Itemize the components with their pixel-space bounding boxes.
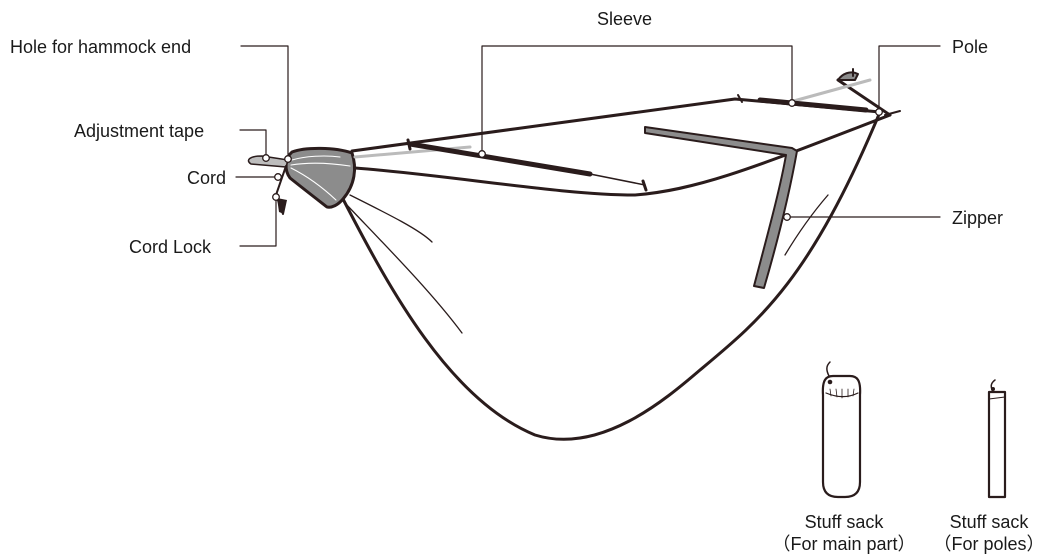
label-cord: Cord — [187, 168, 227, 188]
leader-dot — [272, 193, 280, 201]
sleeve-pole-cap — [641, 179, 648, 192]
stuff-sack-poles — [987, 379, 1007, 499]
leader-line-sleeve — [481, 45, 793, 155]
label-hole-for-hammock-end: Hole for hammock end — [10, 37, 192, 57]
sleeve-pole-right — [757, 97, 869, 113]
hammock-end-cap — [284, 146, 357, 209]
leader-dot — [788, 99, 796, 107]
end-cap-gather — [291, 155, 341, 161]
fold-line — [349, 194, 433, 243]
sleeve-pole-left — [407, 141, 593, 177]
pole-end-cross — [884, 110, 901, 116]
stuff-sack-main — [821, 361, 862, 499]
caption-stuff-sack-poles: Stuff sack （For poles） — [926, 511, 1052, 555]
label-pole: Pole — [952, 37, 989, 57]
cord-lock-shape — [277, 198, 287, 214]
sleeve-pole-cap — [406, 138, 412, 151]
fold-line — [784, 194, 829, 256]
leader-dot — [274, 173, 282, 181]
leader-line-hole — [240, 45, 289, 160]
leader-line-adjustment-tape — [239, 129, 267, 159]
leader-dot — [783, 213, 791, 221]
label-cord-lock: Cord Lock — [129, 237, 212, 257]
leader-dot — [478, 150, 486, 158]
sleeve-pole-cap — [737, 94, 743, 103]
gray-tension-line — [788, 78, 872, 104]
caption-subtitle: （For main part） — [772, 534, 916, 554]
leader-line-cord-lock — [239, 196, 277, 247]
fold-line — [344, 202, 463, 334]
adjustment-tape — [247, 155, 289, 168]
caption-stuff-sack-main: Stuff sack （For main part） — [759, 511, 929, 555]
pole-tip — [837, 71, 859, 81]
label-zipper: Zipper — [952, 208, 1004, 228]
sleeve-pole-left-thin — [589, 173, 646, 186]
hammock-body — [341, 110, 882, 441]
leader-dot — [284, 155, 292, 163]
leader-dot — [875, 108, 883, 116]
zipper-track — [644, 126, 798, 289]
leader-line-pole — [878, 45, 941, 113]
caption-title: Stuff sack — [804, 512, 884, 532]
hammock-top-rim — [350, 97, 882, 153]
label-adjustment-tape: Adjustment tape — [74, 121, 205, 141]
end-cap-gather — [290, 167, 337, 201]
caption-title: Stuff sack — [949, 512, 1029, 532]
caption-subtitle: （For poles） — [933, 534, 1045, 554]
end-cap-gather — [290, 162, 351, 167]
leader-dot — [262, 154, 270, 162]
hammock-front-rim — [353, 113, 892, 197]
label-sleeve: Sleeve — [597, 9, 653, 29]
